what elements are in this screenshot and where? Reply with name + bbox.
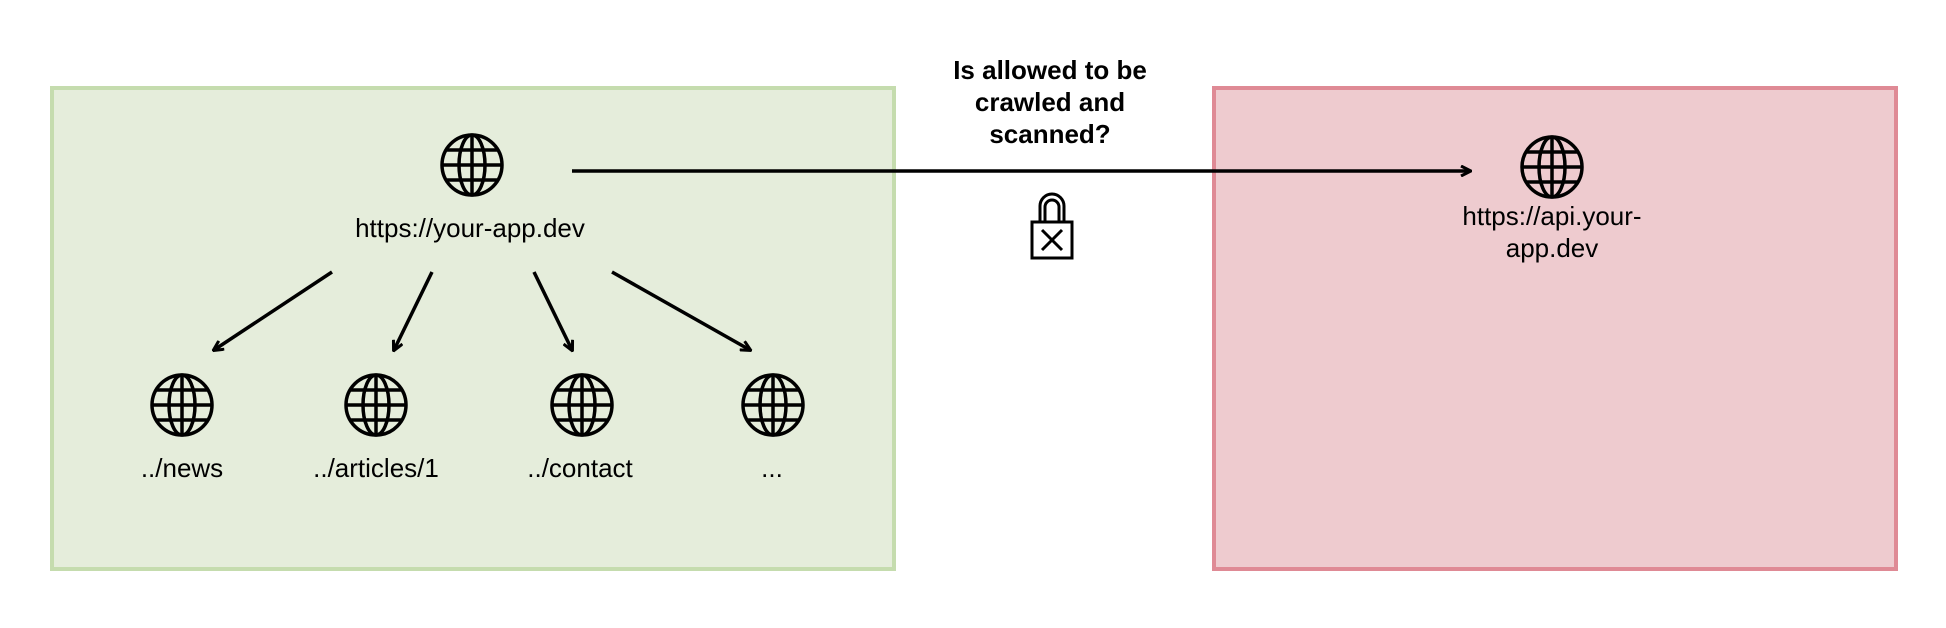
globe-icon [741, 373, 805, 437]
child-url-label: ../articles/1 [313, 453, 439, 483]
globe-icon [150, 373, 214, 437]
globe-icon [344, 373, 408, 437]
globe-icon [550, 373, 614, 437]
root-url-label: https://your-app.dev [355, 213, 585, 243]
child-url-label: ... [761, 453, 783, 483]
globe-icon [1520, 135, 1584, 199]
lock-blocked-icon [1030, 192, 1074, 260]
arrow-root-to-more [611, 270, 750, 350]
globe-icon [440, 133, 504, 197]
crawl-question-label: Is allowed to be crawled and scanned? [953, 55, 1147, 149]
arrow-root-to-contact [532, 271, 572, 350]
child-url-label: ../contact [527, 453, 633, 483]
arrow-root-to-news [214, 270, 333, 350]
child-url-label: ../news [140, 453, 224, 483]
external-url-label: https://api.your-app.dev [1462, 201, 1642, 263]
arrow-root-to-articles [394, 271, 434, 350]
